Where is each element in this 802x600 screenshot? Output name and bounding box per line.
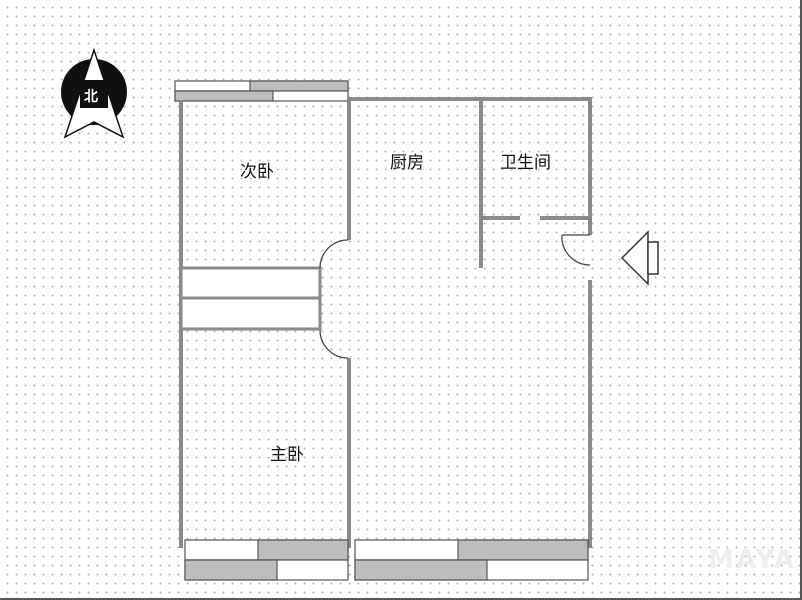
walls (179, 97, 592, 548)
room-label-master-bedroom: 主卧 (270, 445, 304, 465)
wardrobe (179, 266, 322, 331)
doors (319, 234, 591, 359)
door-secondary-bedroom (319, 239, 349, 269)
room-label-kitchen: 厨房 (390, 153, 424, 173)
entrance-arrow-icon (620, 230, 659, 286)
room-label-bathroom: 卫生间 (500, 153, 551, 173)
bottom-windows (184, 539, 589, 581)
north-compass-icon (61, 47, 127, 139)
room-label-secondary-bedroom: 次卧 (240, 162, 274, 182)
top-window (174, 80, 349, 102)
door-master-bedroom (319, 329, 349, 359)
watermark: MAYA (708, 545, 796, 575)
compass-north-label: 北 (84, 89, 98, 105)
door-bathroom (561, 234, 591, 266)
